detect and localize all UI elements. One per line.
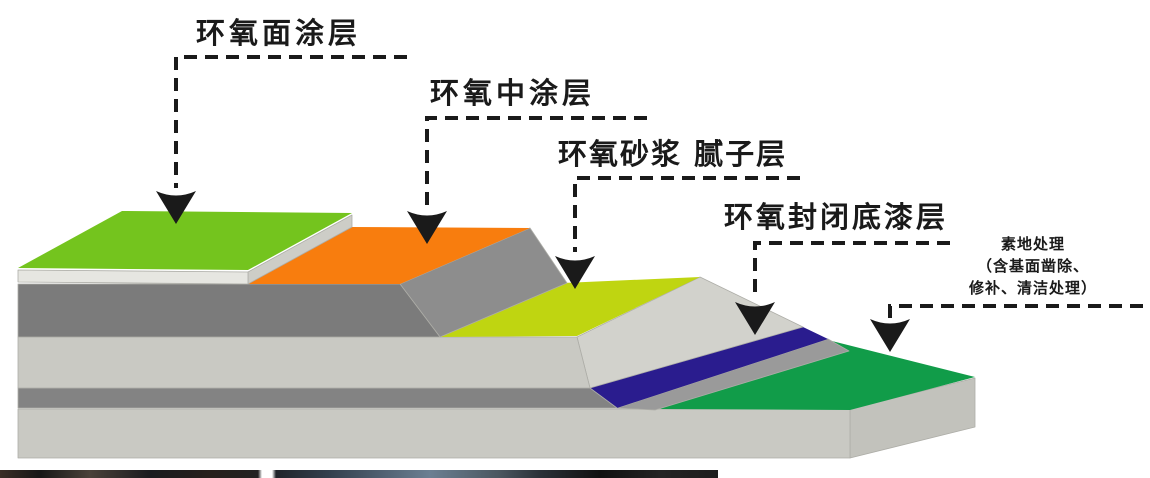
dark-slab-front-face bbox=[17, 283, 441, 338]
arrow-mortar-putty-icon bbox=[555, 256, 595, 289]
layer-top-coat-surface bbox=[18, 211, 352, 270]
label-top-coat: 环氧面涂层 bbox=[196, 16, 362, 50]
photo-strip bbox=[0, 470, 718, 478]
leader-line-substrate bbox=[888, 304, 1143, 318]
base-slab-front-face bbox=[17, 408, 851, 459]
layer-mortar-putty-surface bbox=[440, 277, 700, 337]
leader-line-mid-coat bbox=[425, 116, 647, 208]
top-coat-edge-front-face bbox=[17, 269, 249, 285]
label-substrate-line-3: 修补、清洁处理） bbox=[968, 279, 1097, 297]
label-mortar-putty: 环氧砂浆 腻子层 bbox=[558, 137, 788, 171]
layer-sealing-primer-surface bbox=[590, 327, 828, 408]
arrow-substrate-icon bbox=[870, 319, 910, 352]
layer-mid-coat-surface bbox=[248, 227, 530, 284]
leader-line-mortar-putty bbox=[573, 176, 800, 252]
arrow-sealing-primer-icon bbox=[735, 302, 775, 335]
leader-line-top-coat bbox=[174, 55, 407, 188]
arrow-mid-coat-icon bbox=[407, 211, 447, 244]
label-substrate-line-1: 素地处理 bbox=[1000, 235, 1065, 253]
light-slab-front-face bbox=[17, 336, 591, 389]
label-sealing-primer: 环氧封闭底漆层 bbox=[724, 200, 949, 234]
layer-stack bbox=[17, 211, 976, 459]
arrow-top-coat-icon bbox=[156, 191, 196, 224]
label-mid-coat: 环氧中涂层 bbox=[430, 76, 596, 110]
leader-lines bbox=[174, 55, 1143, 318]
primer-substrate-front-face bbox=[17, 387, 618, 409]
arrowheads bbox=[156, 191, 910, 352]
label-substrate: 素地处理 （含基面凿除、 修补、清洁处理） bbox=[922, 233, 1144, 299]
layer-substrate-surface bbox=[660, 338, 975, 410]
label-substrate-line-2: （含基面凿除、 bbox=[976, 257, 1089, 275]
leader-line-sealing-primer bbox=[753, 241, 950, 298]
primer-substrate-cut-face bbox=[616, 338, 850, 411]
